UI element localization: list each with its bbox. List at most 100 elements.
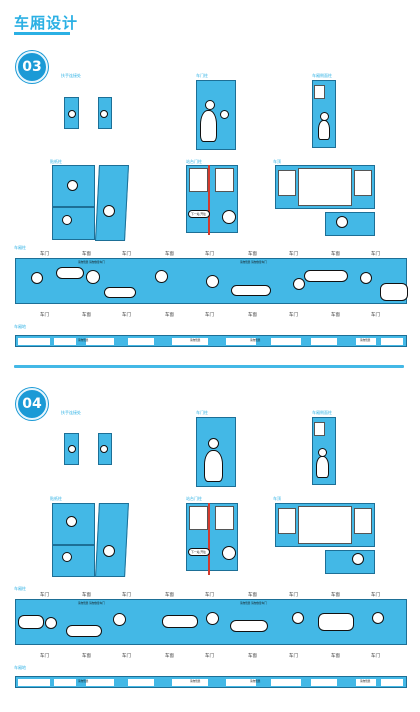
strip-window-8: 车窗 [331,313,340,318]
strip-bubble-5 [318,613,354,631]
label-panel-d: 贴纸柱 [50,496,62,501]
label-panel-a: 扶手连接处 [61,410,81,415]
strip-window-8: 车窗 [331,654,340,659]
strip-door-4: 车门 [289,252,298,257]
panel-f-window-l [278,508,296,534]
strip-door-6: 车门 [40,313,49,318]
strip-figure-2 [86,270,100,284]
panel-e-window-l [189,168,208,192]
page-title: 车厢设计 [14,14,79,32]
strip-window-6: 车窗 [165,313,174,318]
strip-window-1: 车窗 [82,252,91,257]
panel-d-1-figure [67,180,78,191]
strip-bubble-3 [231,285,271,296]
panel-d-3-figure [62,552,72,562]
strip-figure-4 [292,612,304,624]
strip-bubble-4 [230,620,268,632]
strip-door-2: 车门 [122,593,131,598]
label-panel-e: 站台门柱 [186,159,202,164]
label-panel-c: 车厢侧面柱 [312,73,332,78]
panel-f-banner [298,506,352,544]
strip-door-10: 车门 [371,313,380,318]
label-panel-b: 车门柱 [196,73,208,78]
strip-window-3: 车窗 [248,252,257,257]
section-badge: 04 [16,388,48,420]
panel-e-pole [208,165,210,235]
strip-window-3: 车窗 [248,593,257,598]
panel-f-figure-box [325,550,375,574]
floor-strip [15,335,407,347]
strip-door-8: 车门 [205,313,214,318]
title-underline [14,32,70,35]
strip-door-3: 车门 [205,252,214,257]
panel-d-2-figure [103,205,115,217]
panel-d-2-figure [103,545,115,557]
strip-door-8: 车门 [205,654,214,659]
panel-d-3-figure [62,215,72,225]
panel-b-figure-head [208,438,219,449]
strip-figure-3 [206,612,219,625]
strip-door-3: 车门 [205,593,214,598]
strip-door-9: 车门 [289,313,298,318]
label-strip: 车厢柱 [14,245,26,250]
label-panel-e: 站台门柱 [186,496,202,501]
strip-bubble-1 [56,267,84,279]
panel-e-figure [222,210,236,224]
strip-bubble-1 [18,615,44,629]
panel-f-figure [336,216,348,228]
panel-e-sign: 下一站 开往 [188,548,210,556]
strip-window-4: 车窗 [331,252,340,257]
panel-f-figure-box [325,212,375,236]
floor-tag-2: 请勿倚靠 [190,680,201,683]
panel-f-window-l [278,170,296,196]
strip-window-5: 车窗 [82,313,91,318]
strip-figure-5 [372,612,384,624]
floor-tag-1: 请勿倚靠 [78,680,89,683]
section-badge: 03 [16,51,48,83]
panel-d-1-figure [66,516,77,527]
strip-figure-1 [45,617,57,629]
strip-bubble-3 [162,615,198,628]
floor-tag-2: 请勿倚靠 [190,339,201,342]
panel-f-banner [298,168,352,206]
strip-bubble-4 [304,270,348,282]
panel-e-sign: 下一站 开往 [188,210,210,218]
label-floor: 车厢地 [14,665,26,670]
panel-b-figure-head-2 [220,110,229,119]
floor-tag-1: 请勿倚靠 [78,339,89,342]
panel-e-window-r [215,168,234,192]
panel-c-figure-body [318,120,330,140]
strip-bubble-2 [104,287,136,298]
strip-door-5: 车门 [371,593,380,598]
strip-door-7: 车门 [122,654,131,659]
strip-door-1: 车门 [40,252,49,257]
strip-notice-2: 请勿倚靠 请勿依靠车门 [240,261,267,264]
strip-door-6: 车门 [40,654,49,659]
floor-tag-4: 请勿倚靠 [360,680,371,683]
label-panel-b: 车门柱 [196,410,208,415]
panel-d-3 [52,545,95,577]
panel-e-figure [222,546,236,560]
strip-window-7: 车窗 [248,654,257,659]
panel-c-window [314,422,325,436]
strip-door-7: 车门 [122,313,131,318]
panel-d-3 [52,207,95,240]
strip-window-6: 车窗 [165,654,174,659]
strip-bubble-5 [380,283,408,301]
strip-door-4: 车门 [289,593,298,598]
label-panel-f: 车顶 [273,496,281,501]
strip-figure-1 [31,272,43,284]
panel-f-window-r [354,170,372,196]
strip-figure-6 [360,272,372,284]
floor-strip [15,676,407,688]
label-panel-c: 车厢侧面柱 [312,410,332,415]
floor-tag-3: 请勿倚靠 [250,339,261,342]
strip-window-5: 车窗 [82,654,91,659]
label-strip: 车厢柱 [14,586,26,591]
panel-e-window-r [215,506,234,530]
floor-tag-4: 请勿倚靠 [360,339,371,342]
strip-door-1: 车门 [40,593,49,598]
label-floor: 车厢地 [14,324,26,329]
floor-tag-3: 请勿倚靠 [250,680,261,683]
strip-window-2: 车窗 [165,252,174,257]
